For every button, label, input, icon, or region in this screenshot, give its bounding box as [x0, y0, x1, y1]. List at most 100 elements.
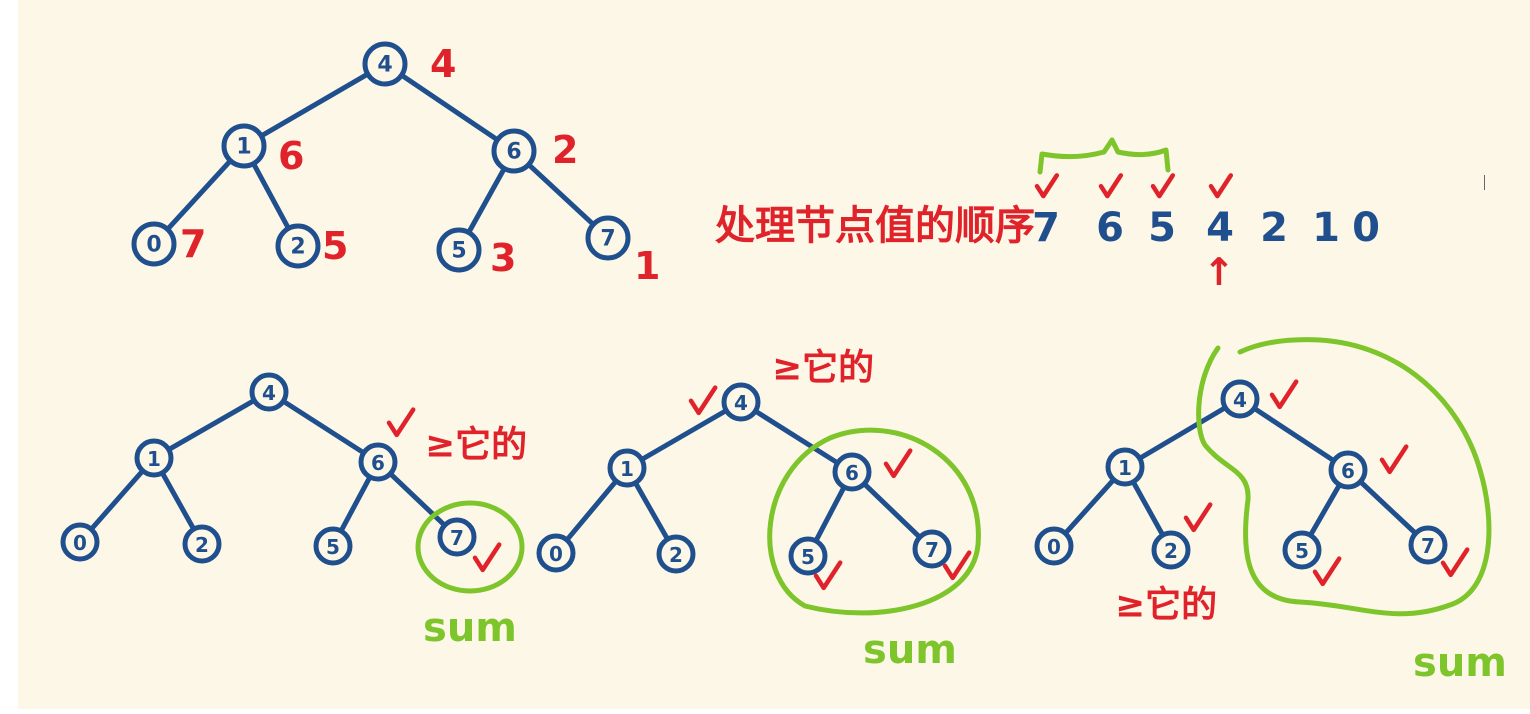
check-rl — [813, 560, 843, 591]
edge-left-lr — [251, 161, 291, 231]
sum-label-3: sum — [1413, 640, 1507, 686]
node-lr-circle — [182, 524, 222, 564]
check-lr — [1183, 502, 1213, 533]
order-check-3 — [1208, 173, 1234, 199]
node-lr-label: 2 — [290, 235, 305, 260]
edge-root-left — [166, 397, 257, 453]
text-cursor — [1484, 175, 1485, 190]
node-rl-label: 5 — [1295, 539, 1309, 563]
check-rr — [1440, 547, 1470, 578]
node-root-circle — [1220, 379, 1260, 419]
node-lr-circle — [656, 534, 696, 574]
edge-root-right — [399, 72, 500, 143]
node-left-label: 1 — [1118, 456, 1132, 480]
edge-root-right — [1251, 405, 1337, 464]
node-lr-label: 2 — [195, 533, 209, 557]
edge-left-lr — [1130, 479, 1166, 538]
node-rr-label: 7 — [600, 227, 615, 252]
sum-circle-1 — [415, 500, 525, 594]
order-check-2 — [1150, 173, 1176, 199]
node-right-circle — [491, 128, 537, 174]
sum-circle-2 — [767, 427, 981, 616]
edge-left-ll — [165, 158, 233, 232]
node-ll-label: 0 — [146, 233, 161, 258]
node-right-label: 6 — [506, 140, 521, 165]
node-rr-circle — [437, 517, 477, 557]
node-right-circle — [358, 442, 398, 482]
rank-left: 6 — [278, 134, 304, 178]
order-arrow: ↑ — [1203, 250, 1235, 294]
order-value-1: 6 — [1096, 205, 1124, 251]
node-right-circle — [1328, 450, 1368, 490]
check-right — [1379, 444, 1409, 475]
node-ll-label: 0 — [549, 542, 563, 566]
node-root-label: 4 — [1233, 388, 1247, 412]
node-root-label: 4 — [377, 53, 392, 78]
node-ll-circle — [1034, 526, 1074, 566]
edge-root-left — [1137, 405, 1228, 461]
node-rl-circle — [1282, 530, 1322, 570]
node-ll-circle — [60, 522, 100, 562]
edge-right-rl — [466, 165, 507, 236]
edge-root-left — [639, 408, 729, 462]
node-right-label: 6 — [845, 461, 859, 485]
node-rr-circle — [585, 215, 631, 261]
node-rr-circle — [1408, 525, 1448, 565]
ge-label-2: ≥它的 — [772, 348, 874, 389]
check-rr — [472, 542, 502, 573]
check-rr — [942, 550, 972, 581]
node-rl-circle — [788, 536, 828, 576]
order-value-5: 1 — [1312, 205, 1340, 251]
ge-label-3: ≥它的 — [1115, 585, 1217, 626]
node-rl-label: 5 — [801, 545, 815, 569]
node-lr-circle — [1151, 530, 1191, 570]
node-rl-circle — [313, 526, 353, 566]
node-left-circle — [134, 438, 174, 478]
rank-ll: 7 — [180, 222, 206, 266]
rank-right: 2 — [552, 128, 578, 172]
edge-left-lr — [632, 480, 671, 542]
ge-label-1: ≥它的 — [425, 425, 527, 466]
node-rr-label: 7 — [925, 538, 939, 562]
edge-right-rr — [861, 481, 923, 540]
edge-right-rl — [813, 484, 847, 544]
node-lr-label: 2 — [669, 543, 683, 567]
node-root-circle — [362, 41, 408, 87]
rank-rl: 3 — [490, 236, 516, 280]
check-root — [688, 385, 718, 416]
edge-root-left — [258, 71, 371, 139]
node-root-circle — [249, 372, 289, 412]
node-left-label: 1 — [620, 457, 634, 481]
node-ll-label: 0 — [73, 531, 87, 555]
node-rl-label: 5 — [451, 239, 466, 264]
node-root-circle — [721, 382, 761, 422]
rank-lr: 5 — [322, 224, 348, 268]
node-right-label: 6 — [371, 451, 385, 475]
rank-rr: 1 — [634, 244, 660, 288]
edge-left-ll — [88, 468, 146, 532]
order-brace — [1037, 137, 1171, 175]
node-rr-circle — [912, 529, 952, 569]
edge-root-right — [752, 408, 841, 466]
order-check-1 — [1098, 173, 1124, 199]
edge-left-ll — [1062, 477, 1117, 536]
node-left-label: 1 — [147, 447, 161, 471]
sum-circle-3 — [1196, 337, 1492, 617]
edge-right-rl — [338, 474, 373, 534]
node-rr-label: 7 — [450, 526, 464, 550]
node-rl-label: 5 — [326, 535, 340, 559]
node-ll-circle — [536, 533, 576, 573]
order-value-4: 2 — [1260, 205, 1288, 251]
order-title: 处理节点值的顺序 — [715, 203, 1035, 249]
node-rl-circle — [436, 227, 482, 273]
node-ll-circle — [131, 221, 177, 267]
check-root — [1269, 379, 1299, 410]
node-left-circle — [607, 448, 647, 488]
node-left-label: 1 — [236, 135, 251, 160]
edge-right-rl — [1307, 482, 1343, 538]
